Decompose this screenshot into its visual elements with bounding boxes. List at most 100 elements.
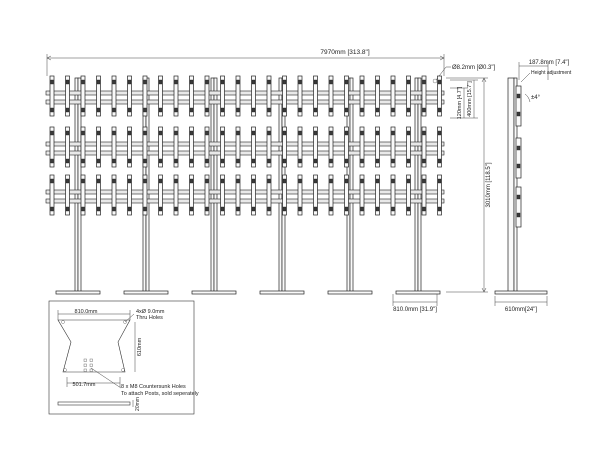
screen-bracket <box>80 126 86 168</box>
bracket-clamp <box>236 178 240 184</box>
bracket-clamp <box>205 206 209 212</box>
screen-bracket <box>158 75 163 117</box>
bracket-clamp <box>251 130 256 136</box>
rail <box>45 90 445 96</box>
base-plate <box>259 290 305 295</box>
bracket-clamp <box>112 79 116 85</box>
post <box>210 77 215 293</box>
screen-bracket <box>421 75 427 117</box>
bracket-clamp <box>127 178 132 184</box>
bracket-clamp <box>422 79 426 85</box>
bracket-clamp <box>344 79 349 85</box>
screen-bracket <box>313 174 318 216</box>
bracket-clamp <box>360 206 364 212</box>
countersunk-note-line2: To attach Posts, sold seperately <box>121 391 199 397</box>
screen-bracket <box>344 174 349 216</box>
bracket-clamp <box>65 178 70 184</box>
screen-bracket <box>173 75 179 117</box>
bracket-clamp <box>375 130 380 136</box>
screen-bracket <box>251 126 256 168</box>
screen-bracket <box>328 126 334 168</box>
screen-bracket <box>142 75 148 117</box>
bracket-clamp <box>344 130 349 136</box>
bracket-clamp <box>329 206 333 212</box>
bracket-clamp <box>205 158 209 164</box>
screen-bracket <box>251 174 256 216</box>
bracket-clamp <box>344 107 349 113</box>
bracket-clamp <box>189 158 194 164</box>
bracket-clamp <box>422 206 426 212</box>
screen-bracket <box>297 126 303 168</box>
screen-bracket <box>65 174 70 216</box>
bracket-clamp <box>158 178 163 184</box>
height-dimension: 3010mm [118.5"] <box>446 77 492 293</box>
bracket-clamp <box>220 79 225 85</box>
side-depth-label: 187.8mm [7.4"] <box>529 60 570 66</box>
screen-bracket <box>266 75 272 117</box>
bracket-clamp <box>344 178 349 184</box>
bracket-clamp <box>158 107 163 113</box>
screen-bracket <box>282 75 287 117</box>
bracket-clamp <box>189 107 194 113</box>
screen-bracket <box>344 126 349 168</box>
post <box>77 77 82 293</box>
screen-bracket <box>142 174 148 216</box>
base-plates <box>55 290 441 295</box>
side-mount-clamp <box>516 111 521 117</box>
bracket-clamp <box>360 79 364 85</box>
screen-bracket <box>235 174 241 216</box>
bracket-clamp <box>422 107 426 113</box>
bracket-clamp <box>143 130 147 136</box>
post <box>417 77 422 293</box>
bracket-clamp <box>251 79 256 85</box>
bracket-clamp <box>406 178 411 184</box>
screen-bracket <box>111 126 117 168</box>
screen-bracket <box>49 174 55 216</box>
countersunk-holes <box>83 358 93 372</box>
bracket-clamp <box>81 130 85 136</box>
screen-bracket <box>142 126 148 168</box>
side-base-dimension: 610mm[24"] <box>494 296 548 313</box>
bracket-clamp <box>391 206 395 212</box>
screen-bracket <box>111 75 117 117</box>
bracket-clamp <box>251 206 256 212</box>
screen-bracket <box>49 126 55 168</box>
bracket-clamp <box>50 107 54 113</box>
base-width-dimension: 810.0mm [31.9"] <box>392 294 438 313</box>
screen-bracket <box>49 75 55 117</box>
bracket-clamp <box>127 206 132 212</box>
bracket-clamp <box>251 158 256 164</box>
bracket-clamp <box>127 158 132 164</box>
screen-bracket <box>375 174 380 216</box>
bracket-clamp <box>375 158 380 164</box>
bracket-clamp <box>251 178 256 184</box>
bracket-clamp <box>298 206 302 212</box>
screen-bracket <box>437 174 442 216</box>
bracket-clamp <box>96 206 101 212</box>
screen-bracket <box>173 126 179 168</box>
side-mount-clamp <box>516 145 521 151</box>
posts <box>74 77 422 293</box>
bracket-clamp <box>344 206 349 212</box>
side-mount <box>515 137 522 179</box>
bracket-clamp <box>143 206 147 212</box>
bracket-clamp <box>174 178 178 184</box>
screen-bracket <box>390 174 396 216</box>
screen-bracket <box>359 75 365 117</box>
detail-frame <box>48 300 195 415</box>
bracket-clamp <box>158 206 163 212</box>
post <box>278 77 283 293</box>
screen-bracket <box>437 126 442 168</box>
bracket-clamp <box>65 107 70 113</box>
bracket-clamp <box>189 178 194 184</box>
bracket-clamp <box>422 158 426 164</box>
bracket-clamp <box>437 79 442 85</box>
screen-bracket <box>328 75 334 117</box>
bracket-clamp <box>406 107 411 113</box>
bracket-clamp <box>205 107 209 113</box>
screen-bracket <box>96 174 101 216</box>
holes-note-line1: 4xØ 9.0mm <box>136 309 165 315</box>
bracket-clamp <box>329 178 333 184</box>
bracket-clamp <box>313 130 318 136</box>
bracket-clamp <box>158 158 163 164</box>
